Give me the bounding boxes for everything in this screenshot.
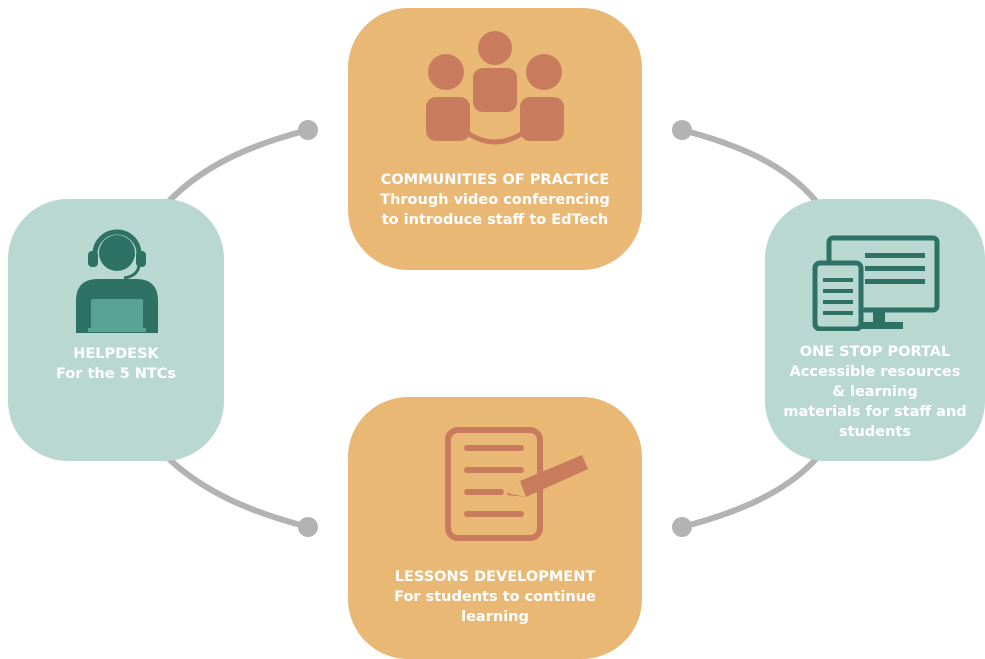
card-description: materials for staff and — [783, 404, 967, 420]
connector-dot-bottom-left — [298, 517, 318, 537]
card-description: Through video conferencing — [380, 192, 610, 208]
connector-bottom-right — [679, 457, 818, 530]
connector-dot-top-left — [298, 120, 318, 140]
connector-dot-top-right — [672, 120, 692, 140]
one-stop-portal-card: ONE STOP PORTAL Accessible resources & l… — [765, 199, 985, 461]
communities-of-practice-card: COMMUNITIES OF PRACTICE Through video co… — [348, 8, 642, 270]
people-meeting-icon — [426, 31, 564, 145]
card-description: For the 5 NTCs — [55, 366, 177, 382]
helpdesk-text: HELPDESK For the 5 NTCs — [8, 344, 224, 384]
card-title: LESSONS DEVELOPMENT — [394, 569, 596, 585]
lessons-development-text: LESSONS DEVELOPMENT For students to cont… — [348, 567, 642, 627]
card-title: HELPDESK — [73, 346, 159, 362]
card-title: COMMUNITIES OF PRACTICE — [380, 172, 610, 188]
connector-top-left — [167, 127, 311, 203]
card-description: & learning — [832, 384, 918, 400]
document-pencil-icon — [445, 427, 588, 541]
card-title: ONE STOP PORTAL — [799, 344, 951, 360]
card-description: students — [839, 424, 911, 440]
headset-support-icon — [76, 229, 158, 333]
card-description: learning — [461, 609, 529, 625]
card-description: For students to continue — [394, 589, 596, 605]
connector-bottom-left — [167, 457, 311, 530]
card-description: Accessible resources — [789, 364, 961, 380]
one-stop-portal-text: ONE STOP PORTAL Accessible resources & l… — [765, 342, 985, 442]
devices-icon — [812, 235, 940, 331]
communities-of-practice-text: COMMUNITIES OF PRACTICE Through video co… — [348, 170, 642, 230]
connector-top-right — [679, 127, 818, 203]
card-description: to introduce staff to EdTech — [381, 212, 609, 228]
connector-dot-bottom-right — [672, 517, 692, 537]
helpdesk-card: HELPDESK For the 5 NTCs — [8, 199, 224, 461]
lessons-development-card: LESSONS DEVELOPMENT For students to cont… — [348, 397, 642, 659]
